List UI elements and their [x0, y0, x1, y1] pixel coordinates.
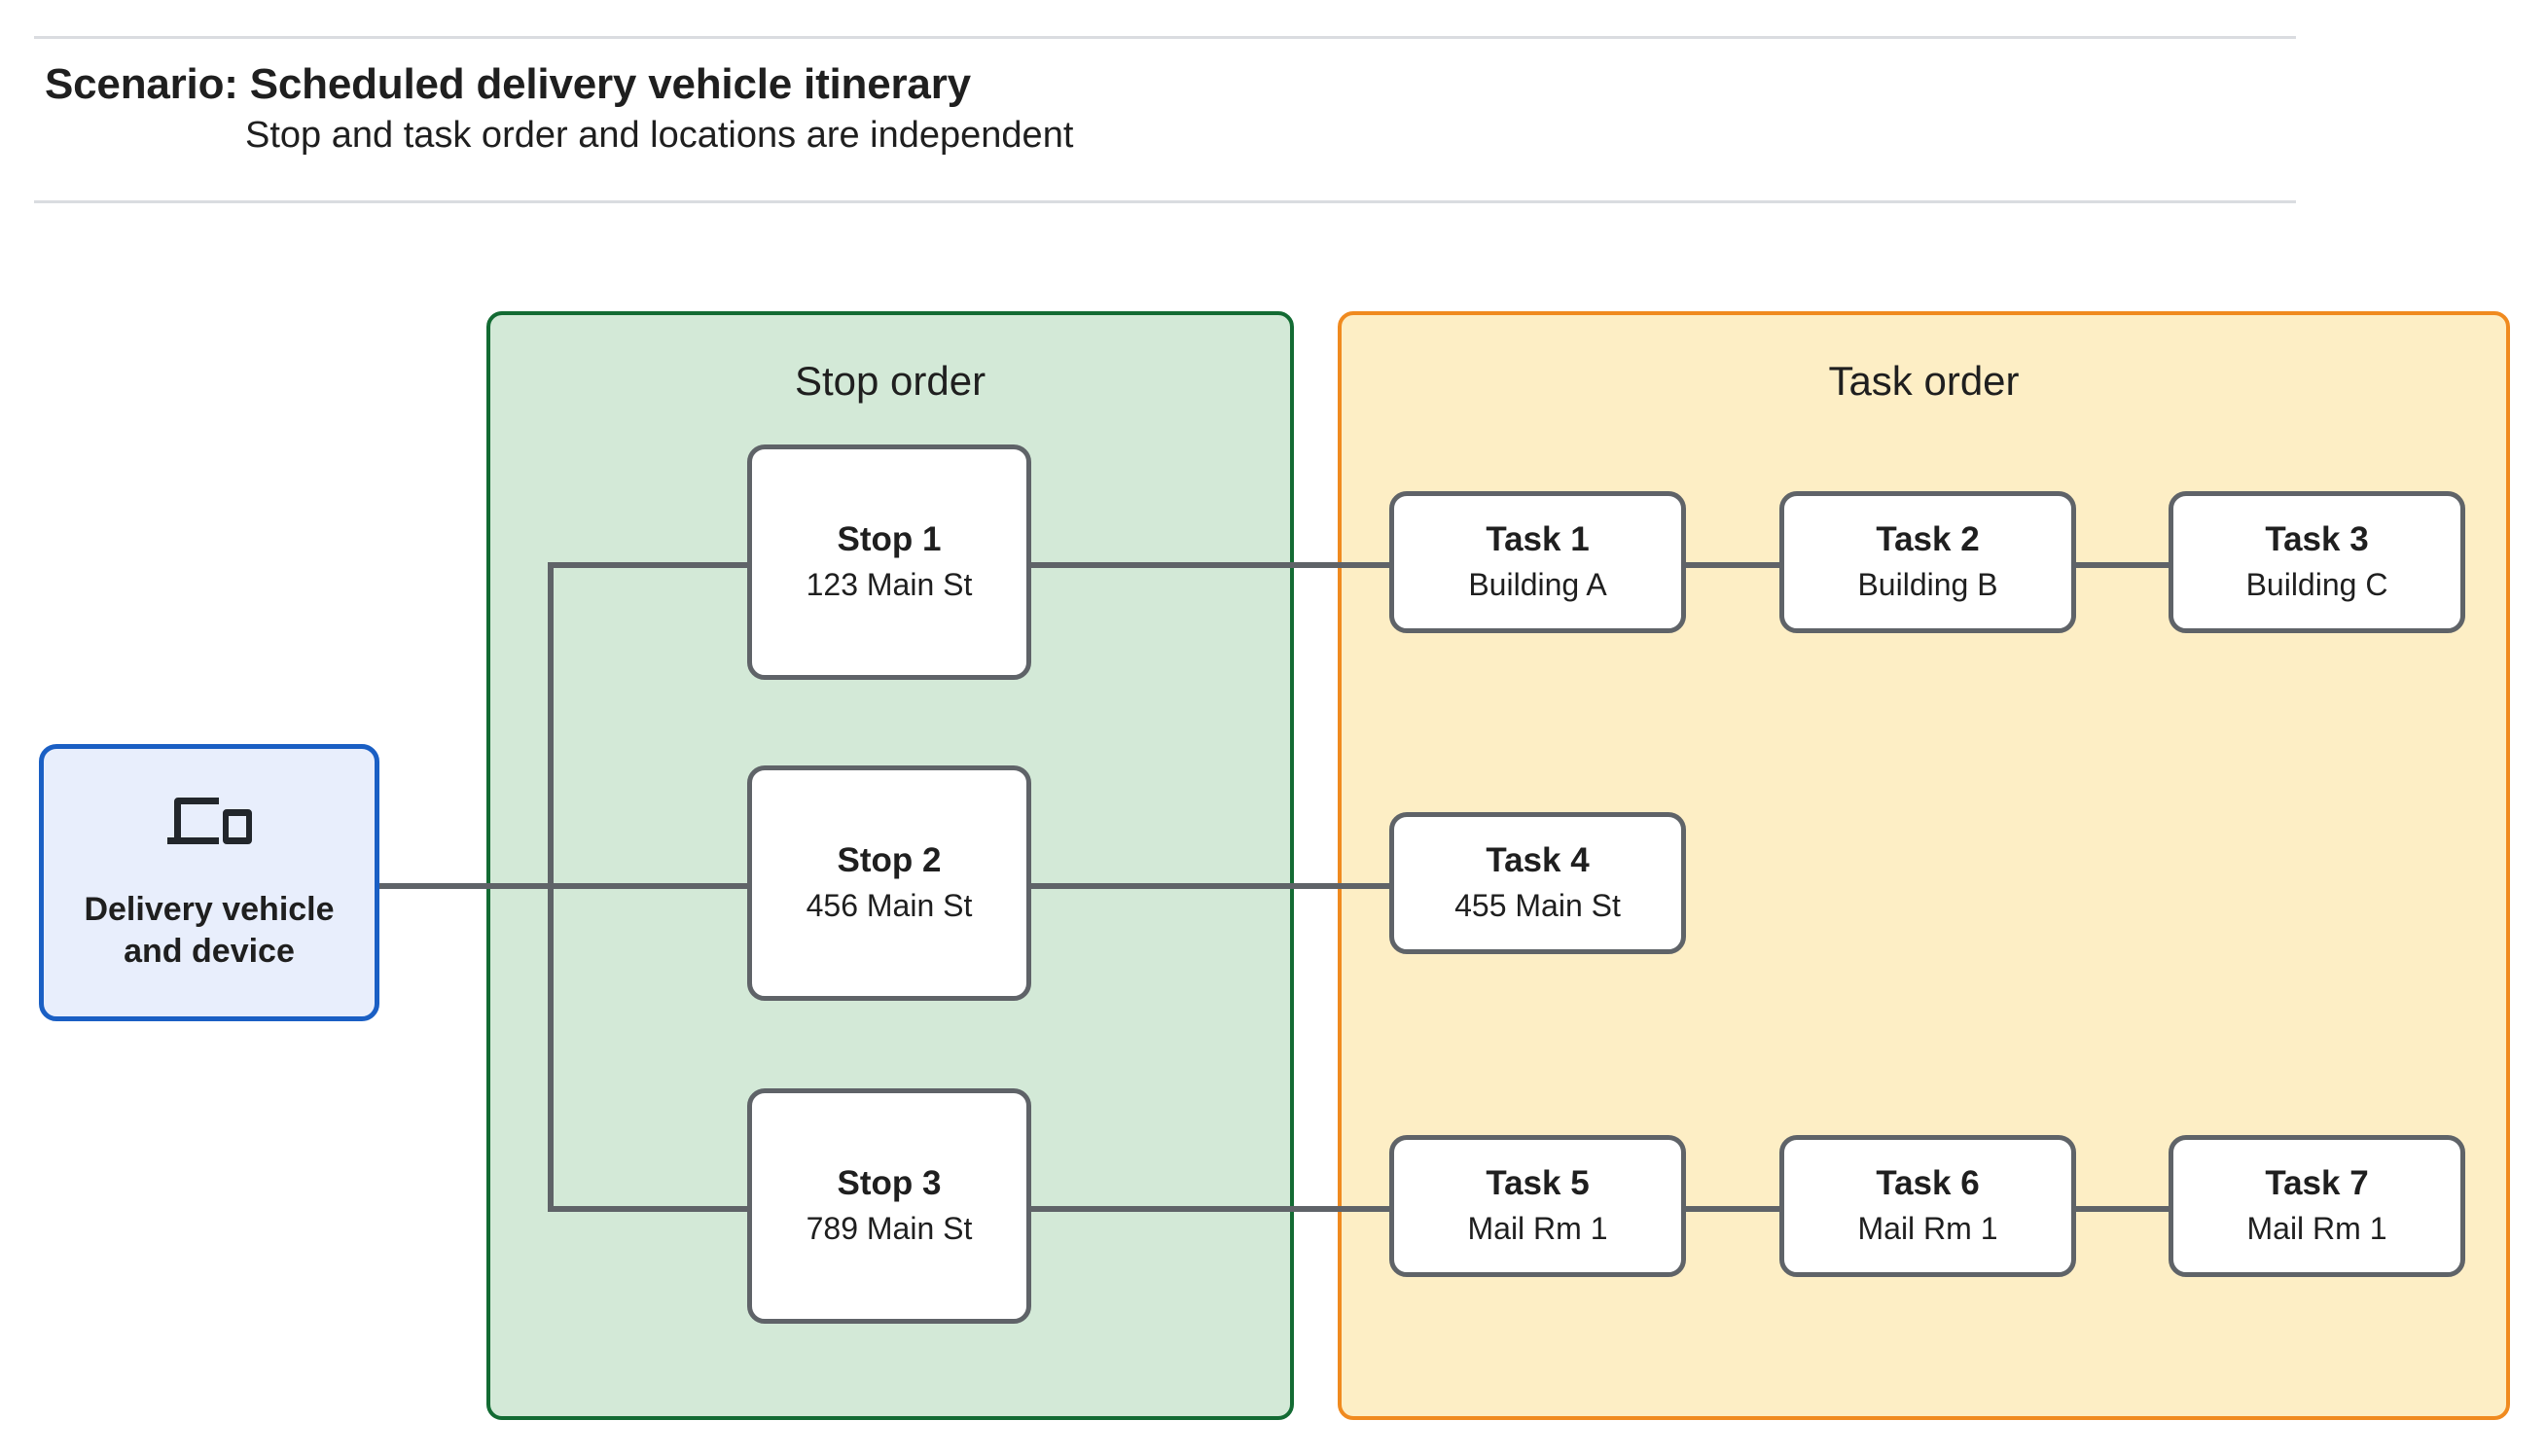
task-node-4-location: 455 Main St	[1454, 887, 1621, 923]
task-node-4-title: Task 4	[1486, 841, 1590, 880]
connector-task-2-to-task-3	[2070, 562, 2173, 568]
connector-trunk-to-stop-3	[548, 1206, 752, 1212]
delivery-vehicle-label: Delivery vehicle and device	[84, 891, 335, 970]
connector-stop-2-to-task-4	[1026, 883, 1394, 889]
task-node-3-location: Building C	[2245, 566, 2388, 602]
task-node-4[interactable]: Task 4 455 Main St	[1389, 812, 1686, 954]
connector-vehicle-to-trunk	[379, 883, 553, 889]
connector-trunk-to-stop-1	[548, 562, 752, 568]
task-node-5-location: Mail Rm 1	[1467, 1210, 1608, 1246]
stop-node-2-title: Stop 2	[837, 841, 942, 880]
task-node-6[interactable]: Task 6 Mail Rm 1	[1779, 1135, 2076, 1277]
task-node-1-title: Task 1	[1486, 520, 1590, 559]
stop-order-panel-title: Stop order	[794, 358, 986, 404]
header-divider-top	[34, 36, 2296, 39]
stop-node-3-location: 789 Main St	[806, 1210, 973, 1246]
task-node-3[interactable]: Task 3 Building C	[2169, 491, 2465, 633]
stop-node-1[interactable]: Stop 1 123 Main St	[747, 444, 1031, 680]
connector-trunk-to-stop-2	[548, 883, 752, 889]
stop-node-2[interactable]: Stop 2 456 Main St	[747, 765, 1031, 1001]
stop-node-2-location: 456 Main St	[806, 887, 973, 923]
stop-node-1-title: Stop 1	[837, 520, 942, 559]
connector-task-1-to-task-2	[1681, 562, 1784, 568]
task-node-1-location: Building A	[1468, 566, 1607, 602]
task-order-panel-title: Task order	[1828, 358, 2020, 404]
task-node-7-location: Mail Rm 1	[2246, 1210, 2387, 1246]
task-node-6-title: Task 6	[1876, 1164, 1980, 1203]
connector-stop-3-to-task-5	[1026, 1206, 1394, 1212]
task-node-2[interactable]: Task 2 Building B	[1779, 491, 2076, 633]
task-node-5-title: Task 5	[1486, 1164, 1590, 1203]
connector-task-6-to-task-7	[2070, 1206, 2173, 1212]
task-node-7[interactable]: Task 7 Mail Rm 1	[2169, 1135, 2465, 1277]
task-node-2-title: Task 2	[1876, 520, 1980, 559]
task-node-1[interactable]: Task 1 Building A	[1389, 491, 1686, 633]
task-node-5[interactable]: Task 5 Mail Rm 1	[1389, 1135, 1686, 1277]
page-subtitle: Stop and task order and locations are in…	[245, 115, 1074, 156]
page-title: Scenario: Scheduled delivery vehicle iti…	[45, 60, 971, 108]
task-node-3-title: Task 3	[2265, 520, 2369, 559]
connector-stop-1-to-task-1	[1026, 562, 1394, 568]
task-node-7-title: Task 7	[2265, 1164, 2369, 1203]
connector-task-5-to-task-6	[1681, 1206, 1784, 1212]
delivery-vehicle-node[interactable]: Delivery vehicle and device	[39, 744, 379, 1021]
task-node-2-location: Building B	[1857, 566, 1998, 602]
devices-icon	[167, 798, 252, 844]
stop-node-3-title: Stop 3	[837, 1164, 942, 1203]
stop-node-1-location: 123 Main St	[806, 566, 973, 602]
task-node-6-location: Mail Rm 1	[1857, 1210, 1998, 1246]
stop-node-3[interactable]: Stop 3 789 Main St	[747, 1088, 1031, 1324]
header-divider-bottom	[34, 200, 2296, 203]
